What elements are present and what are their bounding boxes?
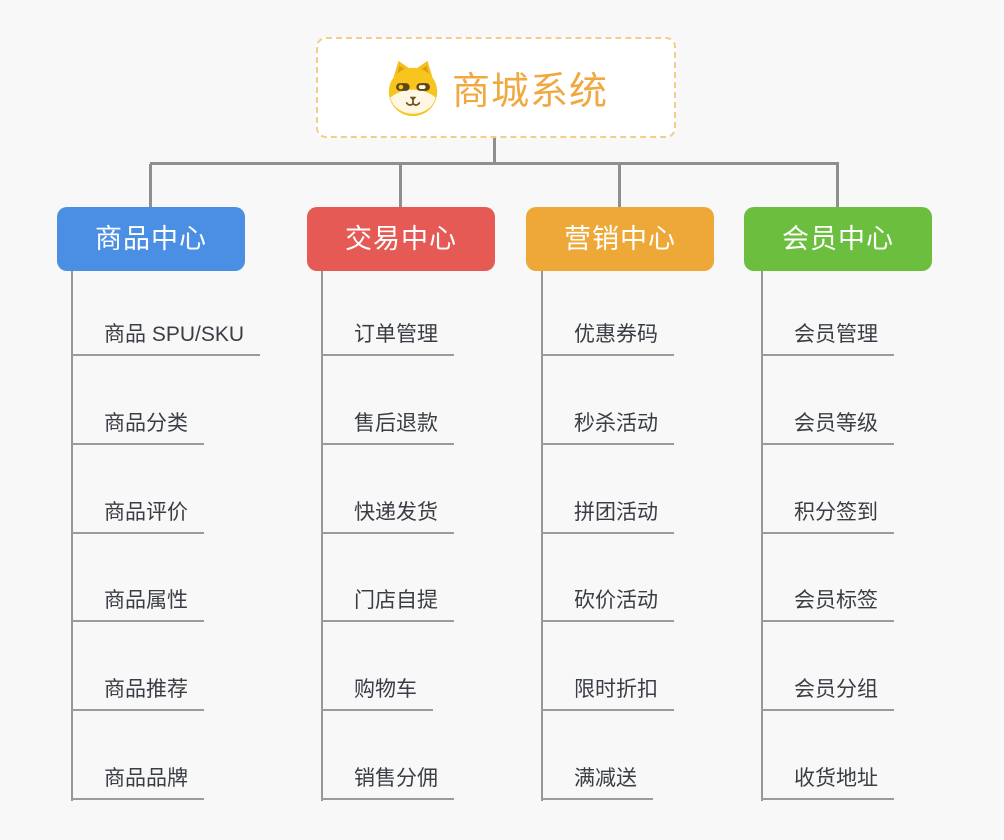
branch-members[interactable]: 会员中心	[744, 207, 932, 271]
connector-drop-members	[836, 164, 839, 207]
connector-drop-trade	[399, 164, 402, 207]
leaf-member-groups[interactable]: 会员分组	[761, 673, 894, 711]
leaf-shopping-cart[interactable]: 购物车	[321, 673, 433, 711]
spine-marketing	[541, 271, 543, 801]
root-node[interactable]: 商城系统	[316, 37, 676, 138]
branch-marketing[interactable]: 营销中心	[526, 207, 714, 271]
connector-bus	[150, 162, 839, 165]
leaf-coupon-code[interactable]: 优惠券码	[541, 318, 674, 356]
branch-trade[interactable]: 交易中心	[307, 207, 495, 271]
connector-root-stub	[493, 138, 496, 163]
connector-drop-products	[149, 164, 152, 207]
leaf-product-spu-sku[interactable]: 商品 SPU/SKU	[71, 318, 261, 356]
leaf-points-checkin[interactable]: 积分签到	[761, 496, 894, 534]
leaf-member-level[interactable]: 会员等级	[761, 407, 894, 445]
leaf-product-brand[interactable]: 商品品牌	[71, 762, 204, 800]
leaf-limited-time-discount[interactable]: 限时折扣	[541, 673, 674, 711]
leaf-product-review[interactable]: 商品评价	[71, 496, 204, 534]
leaf-store-pickup[interactable]: 门店自提	[321, 584, 454, 622]
leaf-member-tags[interactable]: 会员标签	[761, 584, 894, 622]
leaf-express-shipping[interactable]: 快递发货	[321, 496, 454, 534]
leaf-group-buy[interactable]: 拼团活动	[541, 496, 674, 534]
leaf-shipping-address[interactable]: 收货地址	[761, 762, 894, 800]
leaf-product-category[interactable]: 商品分类	[71, 407, 204, 445]
branch-products[interactable]: 商品中心	[57, 207, 245, 271]
leaf-aftersale-refund[interactable]: 售后退款	[321, 407, 454, 445]
spine-products	[71, 271, 73, 801]
connector-drop-marketing	[618, 164, 621, 207]
leaf-member-management[interactable]: 会员管理	[761, 318, 894, 356]
leaf-bargain-activity[interactable]: 砍价活动	[541, 584, 674, 622]
spine-trade	[321, 271, 323, 801]
leaf-flash-sale[interactable]: 秒杀活动	[541, 407, 674, 445]
leaf-sales-commission[interactable]: 销售分佣	[321, 762, 454, 800]
root-title: 商城系统	[451, 71, 608, 113]
leaf-product-recommend[interactable]: 商品推荐	[71, 673, 204, 711]
dog-face-icon	[388, 60, 438, 116]
spine-members	[761, 271, 763, 801]
leaf-product-attribute[interactable]: 商品属性	[71, 584, 204, 622]
leaf-order-management[interactable]: 订单管理	[321, 318, 454, 356]
leaf-full-reduction[interactable]: 满减送	[541, 762, 653, 800]
